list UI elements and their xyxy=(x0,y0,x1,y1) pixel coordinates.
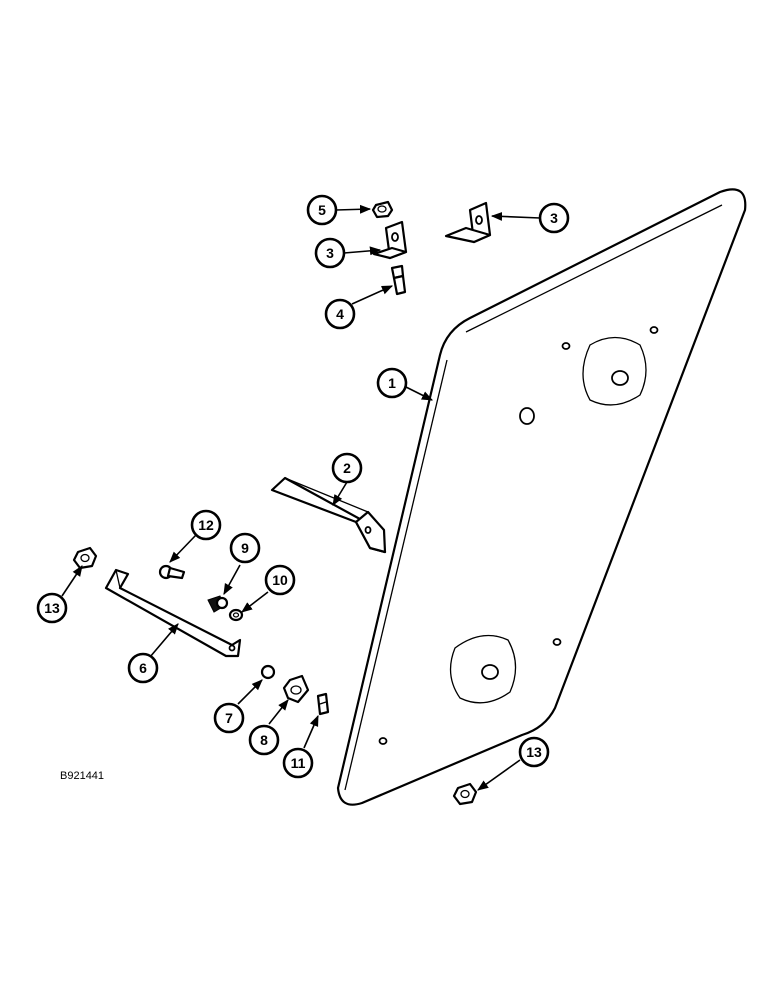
svg-text:12: 12 xyxy=(198,517,214,533)
clip-part-9 xyxy=(207,595,229,613)
bolt-part-4 xyxy=(390,264,407,296)
plate-lower-boss xyxy=(449,634,517,704)
plate-upper-boss xyxy=(582,336,647,406)
svg-text:2: 2 xyxy=(343,460,351,476)
callout-13-right: 13 xyxy=(518,736,550,768)
svg-text:5: 5 xyxy=(318,202,326,218)
callout-7: 7 xyxy=(213,702,245,734)
nut-part-5 xyxy=(371,200,394,219)
callout-2: 2 xyxy=(331,452,363,484)
handle-part-6 xyxy=(104,568,242,658)
bracket-part-3-right xyxy=(444,201,492,244)
nut-part-13-left xyxy=(72,546,98,570)
svg-text:13: 13 xyxy=(526,744,542,760)
plate-hole xyxy=(519,407,535,425)
plate-hole xyxy=(552,638,562,646)
svg-text:10: 10 xyxy=(272,572,288,588)
plate-hole xyxy=(378,737,388,745)
plate-hole xyxy=(561,342,571,350)
svg-text:1: 1 xyxy=(388,375,396,391)
clip-part-11 xyxy=(316,692,330,716)
svg-text:7: 7 xyxy=(225,710,233,726)
bracket-part-2 xyxy=(270,476,387,554)
callout-1: 1 xyxy=(376,367,408,399)
callout-8: 8 xyxy=(248,724,280,756)
svg-text:6: 6 xyxy=(139,660,147,676)
callout-3-top: 3 xyxy=(538,202,570,234)
svg-text:13: 13 xyxy=(44,600,60,616)
washer-part-10 xyxy=(228,608,244,622)
nut-part-13-right xyxy=(452,782,478,806)
leader-lines xyxy=(61,204,541,791)
svg-text:3: 3 xyxy=(326,245,334,261)
knob-part-7 xyxy=(260,664,276,680)
svg-text:8: 8 xyxy=(260,732,268,748)
bushing-part-8 xyxy=(282,674,310,704)
svg-text:4: 4 xyxy=(336,306,344,322)
plate-hole xyxy=(649,326,659,334)
callout-3-left: 3 xyxy=(314,237,346,269)
callout-6: 6 xyxy=(127,652,159,684)
screw-part-12 xyxy=(158,564,186,580)
callout-4: 4 xyxy=(324,298,356,330)
callout-10: 10 xyxy=(264,564,296,596)
callout-5: 5 xyxy=(306,194,338,226)
callout-9: 9 xyxy=(229,532,261,564)
callout-13-left: 13 xyxy=(36,592,68,624)
svg-text:3: 3 xyxy=(550,210,558,226)
plate-part-1 xyxy=(336,188,747,806)
callout-11: 11 xyxy=(282,747,314,779)
bracket-part-3-left xyxy=(372,220,408,260)
figure-code: B921441 xyxy=(60,770,104,782)
callout-12: 12 xyxy=(190,509,222,541)
svg-text:9: 9 xyxy=(241,540,249,556)
svg-text:11: 11 xyxy=(291,755,306,771)
